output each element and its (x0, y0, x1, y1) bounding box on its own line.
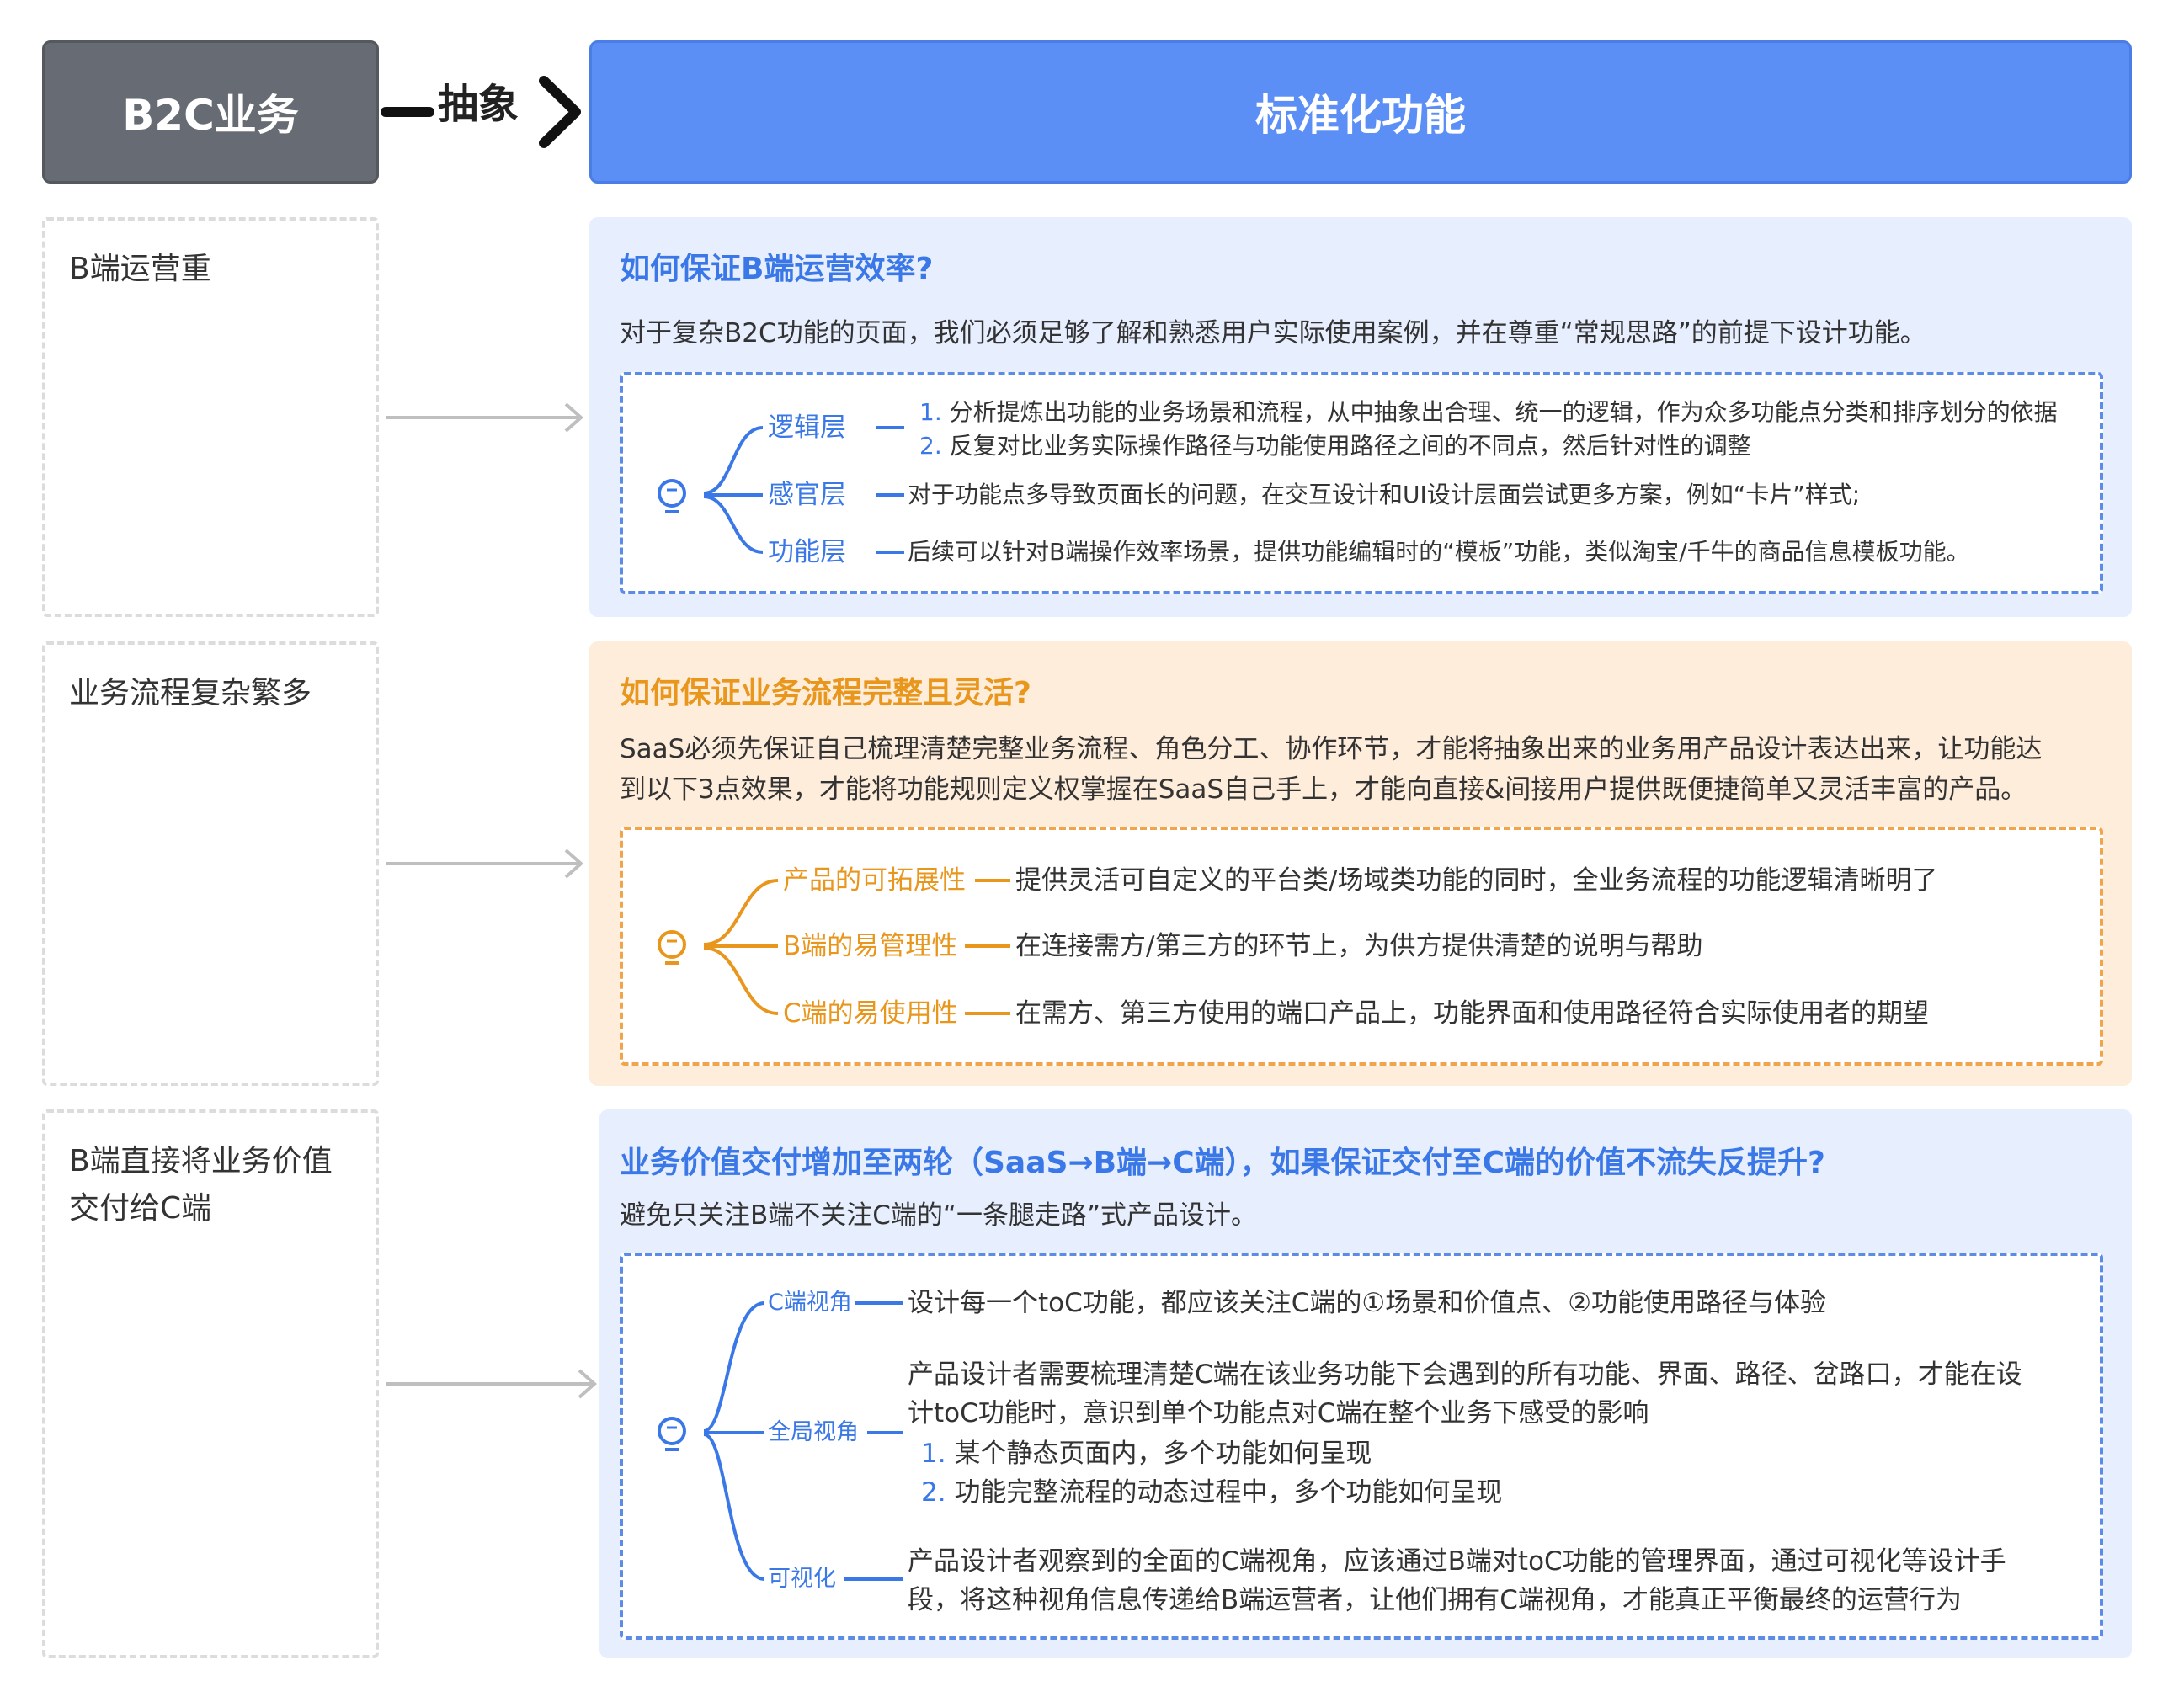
list-text: 分析提炼出功能的业务场景和流程，从中抽象出合理、统一的逻辑，作为众多功能点分类和… (949, 398, 2058, 426)
arrow-right-icon (386, 402, 584, 433)
arrow-right-icon (386, 1369, 598, 1399)
mindmap-box (620, 827, 2103, 1066)
list-item: 1. 某个静态页面内，多个功能如何呈现 (921, 1434, 1372, 1473)
panel-title: 如何保证B端运营效率? (620, 252, 934, 286)
header-b2c-label: B2C业务 (122, 91, 299, 140)
branch-c-view: C端视角 (768, 1290, 852, 1316)
left-box-b-ops: B端运营重 (42, 217, 379, 617)
branch-text: 设计每一个toC功能，都应该关注C端的①场景和价值点、②功能使用路径与体验 (908, 1288, 1826, 1318)
branch-function-layer: 功能层 (768, 537, 846, 567)
branch-text-line: 计toC功能时，意识到单个功能点对C端在整个业务下感受的影响 (908, 1398, 1649, 1428)
list-item: 2. 反复对比业务实际操作路径与功能使用路径之间的不同点，然后针对性的调整 (919, 429, 1751, 463)
list-text: 功能完整流程的动态过程中，多个功能如何呈现 (954, 1477, 1503, 1508)
list-number: 2. (921, 1477, 946, 1508)
branch-text: 在需方、第三方使用的端口产品上，功能界面和使用路径符合实际使用者的期望 (1015, 998, 1929, 1029)
left-box-value-delivery: B端直接将业务价值 交付给C端 (42, 1109, 379, 1658)
chevron-right-icon (539, 76, 581, 148)
branch-sensory-layer: 感官层 (768, 480, 846, 510)
abstract-label: 抽象 (438, 81, 519, 128)
list-text: 反复对比业务实际操作路径与功能使用路径之间的不同点，然后针对性的调整 (949, 432, 1751, 460)
branch-text: 在连接需方/第三方的环节上，为供方提供清楚的说明与帮助 (1015, 931, 1703, 961)
panel-description-line: 到以下3点效果，才能将功能规则定义权掌握在SaaS自己手上，才能向直接&间接用户… (620, 774, 2027, 805)
panel-description-line: SaaS必须先保证自己梳理清楚完整业务流程、角色分工、协作环节，才能将抽象出来的… (620, 734, 2043, 764)
list-item: 1. 分析提炼出功能的业务场景和流程，从中抽象出合理、统一的逻辑，作为众多功能点… (919, 396, 2058, 429)
branch-text-line: 产品设计者观察到的全面的C端视角，应该通过B端对toC功能的管理界面，通过可视化… (908, 1546, 2006, 1577)
branch-text-line: 产品设计者需要梳理清楚C端在该业务功能下会遇到的所有功能、界面、路径、岔路口，才… (908, 1359, 2022, 1390)
left-box-complex-flow: 业务流程复杂繁多 (42, 641, 379, 1086)
panel-description: 对于复杂B2C功能的页面，我们必须足够了解和熟悉用户实际使用案例，并在尊重“常规… (620, 318, 1926, 348)
branch-c-usability: C端的易使用性 (783, 998, 958, 1029)
header-b2c-business: B2C业务 (42, 40, 379, 184)
list-text: 某个静态页面内，多个功能如何呈现 (954, 1439, 1372, 1469)
panel-title: 业务价值交付增加至两轮（SaaS→B端→C端），如果保证交付至C端的价值不流失反… (620, 1146, 1825, 1180)
arrow-right-icon (386, 848, 584, 879)
branch-visualization: 可视化 (768, 1566, 836, 1592)
left-box-label: 业务流程复杂繁多 (69, 676, 312, 710)
branch-logic-layer: 逻辑层 (768, 412, 846, 443)
header-standardized-function: 标准化功能 (589, 40, 2132, 184)
list-number: 2. (919, 432, 942, 460)
list-item: 2. 功能完整流程的动态过程中，多个功能如何呈现 (921, 1473, 1502, 1512)
panel-description: 避免只关注B端不关注C端的“一条腿走路”式产品设计。 (620, 1200, 1258, 1231)
branch-text-line: 段，将这种视角信息传递给B端运营者，让他们拥有C端视角，才能真正平衡最终的运营行… (908, 1585, 1962, 1615)
left-box-label: B端运营重 (69, 252, 211, 286)
list-number: 1. (921, 1439, 946, 1469)
branch-extensibility: 产品的可拓展性 (783, 865, 966, 896)
branch-global-view: 全局视角 (768, 1419, 859, 1445)
header-standard-label: 标准化功能 (1255, 91, 1466, 140)
mindmap-box (620, 1253, 2103, 1640)
branch-text: 提供灵活可自定义的平台类/场域类功能的同时，全业务流程的功能逻辑清晰明了 (1015, 865, 1938, 896)
lightbulb-icon (658, 930, 686, 965)
list-number: 1. (919, 398, 942, 426)
branch-b-manageability: B端的易管理性 (783, 931, 958, 961)
panel-title: 如何保证业务流程完整且灵活? (620, 676, 1031, 710)
lightbulb-icon (658, 1417, 686, 1451)
left-box-label: 交付给C端 (69, 1191, 212, 1226)
branch-text: 对于功能点多导致页面长的问题，在交互设计和UI设计层面尝试更多方案，例如“卡片”… (908, 481, 1861, 508)
mindmap-box (620, 372, 2103, 594)
branch-text: 后续可以针对B端操作效率场景，提供功能编辑时的“模板”功能，类似淘宝/千牛的商品… (908, 538, 1970, 566)
lightbulb-icon (658, 479, 686, 513)
left-box-label: B端直接将业务价值 (69, 1144, 333, 1178)
